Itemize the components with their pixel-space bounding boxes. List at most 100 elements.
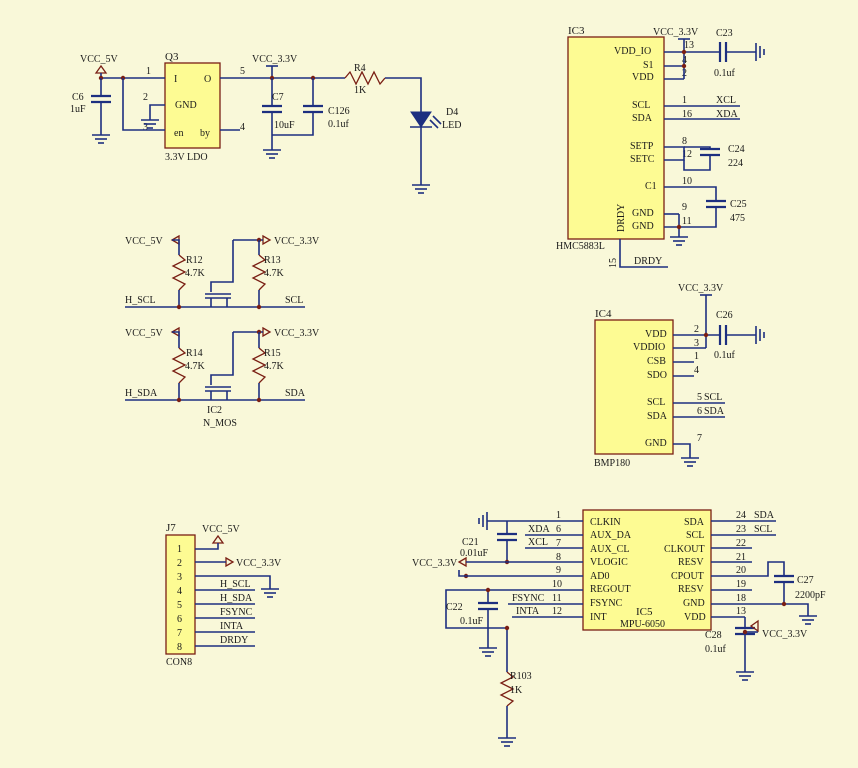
ic3-pin-vdd: VDD xyxy=(632,72,654,83)
ic5-pin-int: INT xyxy=(590,612,607,623)
ic5-pin-gnd: GND xyxy=(683,598,705,609)
net-vcc33-ic3: VCC_3.3V xyxy=(653,27,699,38)
ic5-ref: IC5 xyxy=(636,606,653,618)
net-drdy-j7: DRDY xyxy=(220,635,248,646)
net-vcc5-j7: VCC_5V xyxy=(202,524,241,535)
ic4-pin-gnd: GND xyxy=(645,438,667,449)
j7-num-1: 1 xyxy=(177,544,182,555)
r4-ref: R4 xyxy=(354,63,366,74)
ic5-pin-resv19: RESV xyxy=(678,584,704,595)
r14-value: 4.7K xyxy=(185,361,206,372)
ic4-section: IC4 BMP180 VDD VDDIO CSB SDO SCL SDA GND… xyxy=(594,283,765,469)
net-vcc33-scl: VCC_3.3V xyxy=(274,236,320,247)
ic3-pin-sda: SDA xyxy=(632,113,653,124)
c22-value: 0.1uF xyxy=(460,616,484,627)
net-sda-ic5: SDA xyxy=(754,510,775,521)
d4-ref: D4 xyxy=(446,107,458,118)
d4-value: LED xyxy=(442,120,461,131)
ldo-pin-i: I xyxy=(174,74,177,85)
ic5-pin-ad0: AD0 xyxy=(590,571,609,582)
c27-ref: C27 xyxy=(797,575,814,586)
ic4-ref: IC4 xyxy=(595,308,612,320)
ldo-pin-o: O xyxy=(204,74,211,85)
ic3-pin-gnd11: GND xyxy=(632,221,654,232)
ic4-pin-csb: CSB xyxy=(647,356,666,367)
ic3-num-11: 11 xyxy=(682,216,692,227)
net-vcc5-scl: VCC_5V xyxy=(125,236,164,247)
ic5-num-8: 8 xyxy=(556,552,561,563)
j7-num-3: 3 xyxy=(177,572,182,583)
ldo-num-3: 3 xyxy=(143,122,148,133)
j7-num-8: 8 xyxy=(177,642,182,653)
ic4-num-5: 5 xyxy=(697,392,702,403)
ic4-body[interactable] xyxy=(594,319,674,455)
ic4-num-7: 7 xyxy=(697,433,702,444)
ic3-num-12: 12 xyxy=(682,149,692,160)
ic3-num-15: 15 xyxy=(608,258,619,268)
net-vcc33-sda: VCC_3.3V xyxy=(274,328,320,339)
ic3-ref: IC3 xyxy=(568,25,585,37)
c126-ref: C126 xyxy=(328,106,350,117)
net-xcl-ic3: XCL xyxy=(716,95,736,106)
ldo-num-1: 1 xyxy=(146,66,151,77)
ldo-value: 3.3V LDO xyxy=(165,152,208,163)
j7-num-7: 7 xyxy=(177,628,182,639)
j7-body[interactable] xyxy=(165,534,196,655)
ic3-body[interactable] xyxy=(567,36,665,240)
c26-value: 0.1uf xyxy=(714,350,736,361)
ic5-name: MPU-6050 xyxy=(620,619,665,630)
c7-ref: C7 xyxy=(272,92,284,103)
c25-value: 475 xyxy=(730,213,745,224)
c21-ref: C21 xyxy=(462,537,479,548)
r14-ref: R14 xyxy=(186,348,203,359)
ic5-num-23: 23 xyxy=(736,524,746,535)
net-sda-ic4: SDA xyxy=(704,406,725,417)
ic5-num-22: 22 xyxy=(736,538,746,549)
j7-num-6: 6 xyxy=(177,614,182,625)
net-h-sda-j7: H_SDA xyxy=(220,593,253,604)
r15-value: 4.7K xyxy=(264,361,285,372)
ic4-num-3: 3 xyxy=(694,338,699,349)
net-h-scl-shifter: H_SCL xyxy=(125,295,156,306)
r103-ref: R103 xyxy=(510,671,532,682)
net-h-sda-shifter: H_SDA xyxy=(125,388,158,399)
c23-value: 0.1uf xyxy=(714,68,736,79)
net-sda-shifter: SDA xyxy=(285,388,306,399)
ic4-pin-vddio: VDDIO xyxy=(633,342,665,353)
net-vcc5-sda: VCC_5V xyxy=(125,328,164,339)
ic5-pin-sda: SDA xyxy=(684,517,705,528)
ic3-pin-s1: S1 xyxy=(643,60,654,71)
net-xda-ic3: XDA xyxy=(716,109,738,120)
ic4-pin-sdo: SDO xyxy=(647,370,667,381)
ic5-body[interactable] xyxy=(582,509,712,631)
net-xda-ic5: XDA xyxy=(528,524,550,535)
c21-value: 0.01uF xyxy=(460,548,489,559)
ic3-pin-scl: SCL xyxy=(632,100,650,111)
r13-ref: R13 xyxy=(264,255,281,266)
ic3-num-8: 8 xyxy=(682,136,687,147)
net-fsync-j7: FSYNC xyxy=(220,607,253,618)
r12-ref: R12 xyxy=(186,255,203,266)
ic5-pin-clkin: CLKIN xyxy=(590,517,621,528)
ic5-num-20: 20 xyxy=(736,565,746,576)
ic3-pin-vddio: VDD_IO xyxy=(614,46,651,57)
ic3-pin-c1: C1 xyxy=(645,181,657,192)
ic5-num-12: 12 xyxy=(552,606,562,617)
ldo-body[interactable] xyxy=(164,62,221,149)
ic5-num-1: 1 xyxy=(556,510,561,521)
net-vcc33-ic5: VCC_3.3V xyxy=(412,558,458,569)
net-xcl-ic5: XCL xyxy=(528,537,548,548)
j7-name: CON8 xyxy=(166,657,192,668)
net-drdy-ic3: DRDY xyxy=(634,256,662,267)
ic5-pin-aux-da: AUX_DA xyxy=(590,530,632,541)
ldo-num-2: 2 xyxy=(143,92,148,103)
ic5-num-9: 9 xyxy=(556,565,561,576)
ic5-pin-vlogic: VLOGIC xyxy=(590,557,628,568)
ic3-pin-gnd9: GND xyxy=(632,208,654,219)
ic4-num-6: 6 xyxy=(697,406,702,417)
net-vcc33-ic4: VCC_3.3V xyxy=(678,283,724,294)
ic4-num-2: 2 xyxy=(694,324,699,335)
ic2-value: N_MOS xyxy=(203,418,237,429)
ic5-pin-vdd: VDD xyxy=(684,612,706,623)
net-vcc5-ldo: VCC_5V xyxy=(80,54,119,65)
